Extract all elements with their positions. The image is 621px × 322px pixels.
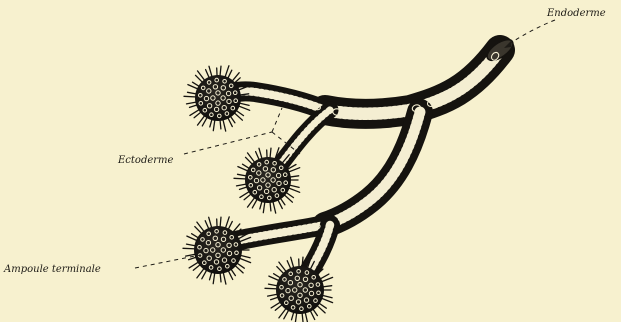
ampoule-lower-left [183, 217, 251, 284]
label-ampoule-terminale: Ampoule terminale [3, 264, 101, 275]
ectoderme-leader-b [272, 108, 282, 132]
ectoderme-leader-a [184, 132, 272, 154]
label-endoderme: Endoderme [546, 8, 606, 19]
label-ectoderme: Ectoderme [117, 155, 174, 166]
ampoule-leader [135, 255, 200, 268]
ampoule-body [276, 266, 324, 314]
ampoule-body [194, 226, 242, 274]
tube-branches [220, 36, 516, 278]
ampoule-upper-left [184, 66, 250, 131]
tube-lower-stem [325, 112, 420, 225]
